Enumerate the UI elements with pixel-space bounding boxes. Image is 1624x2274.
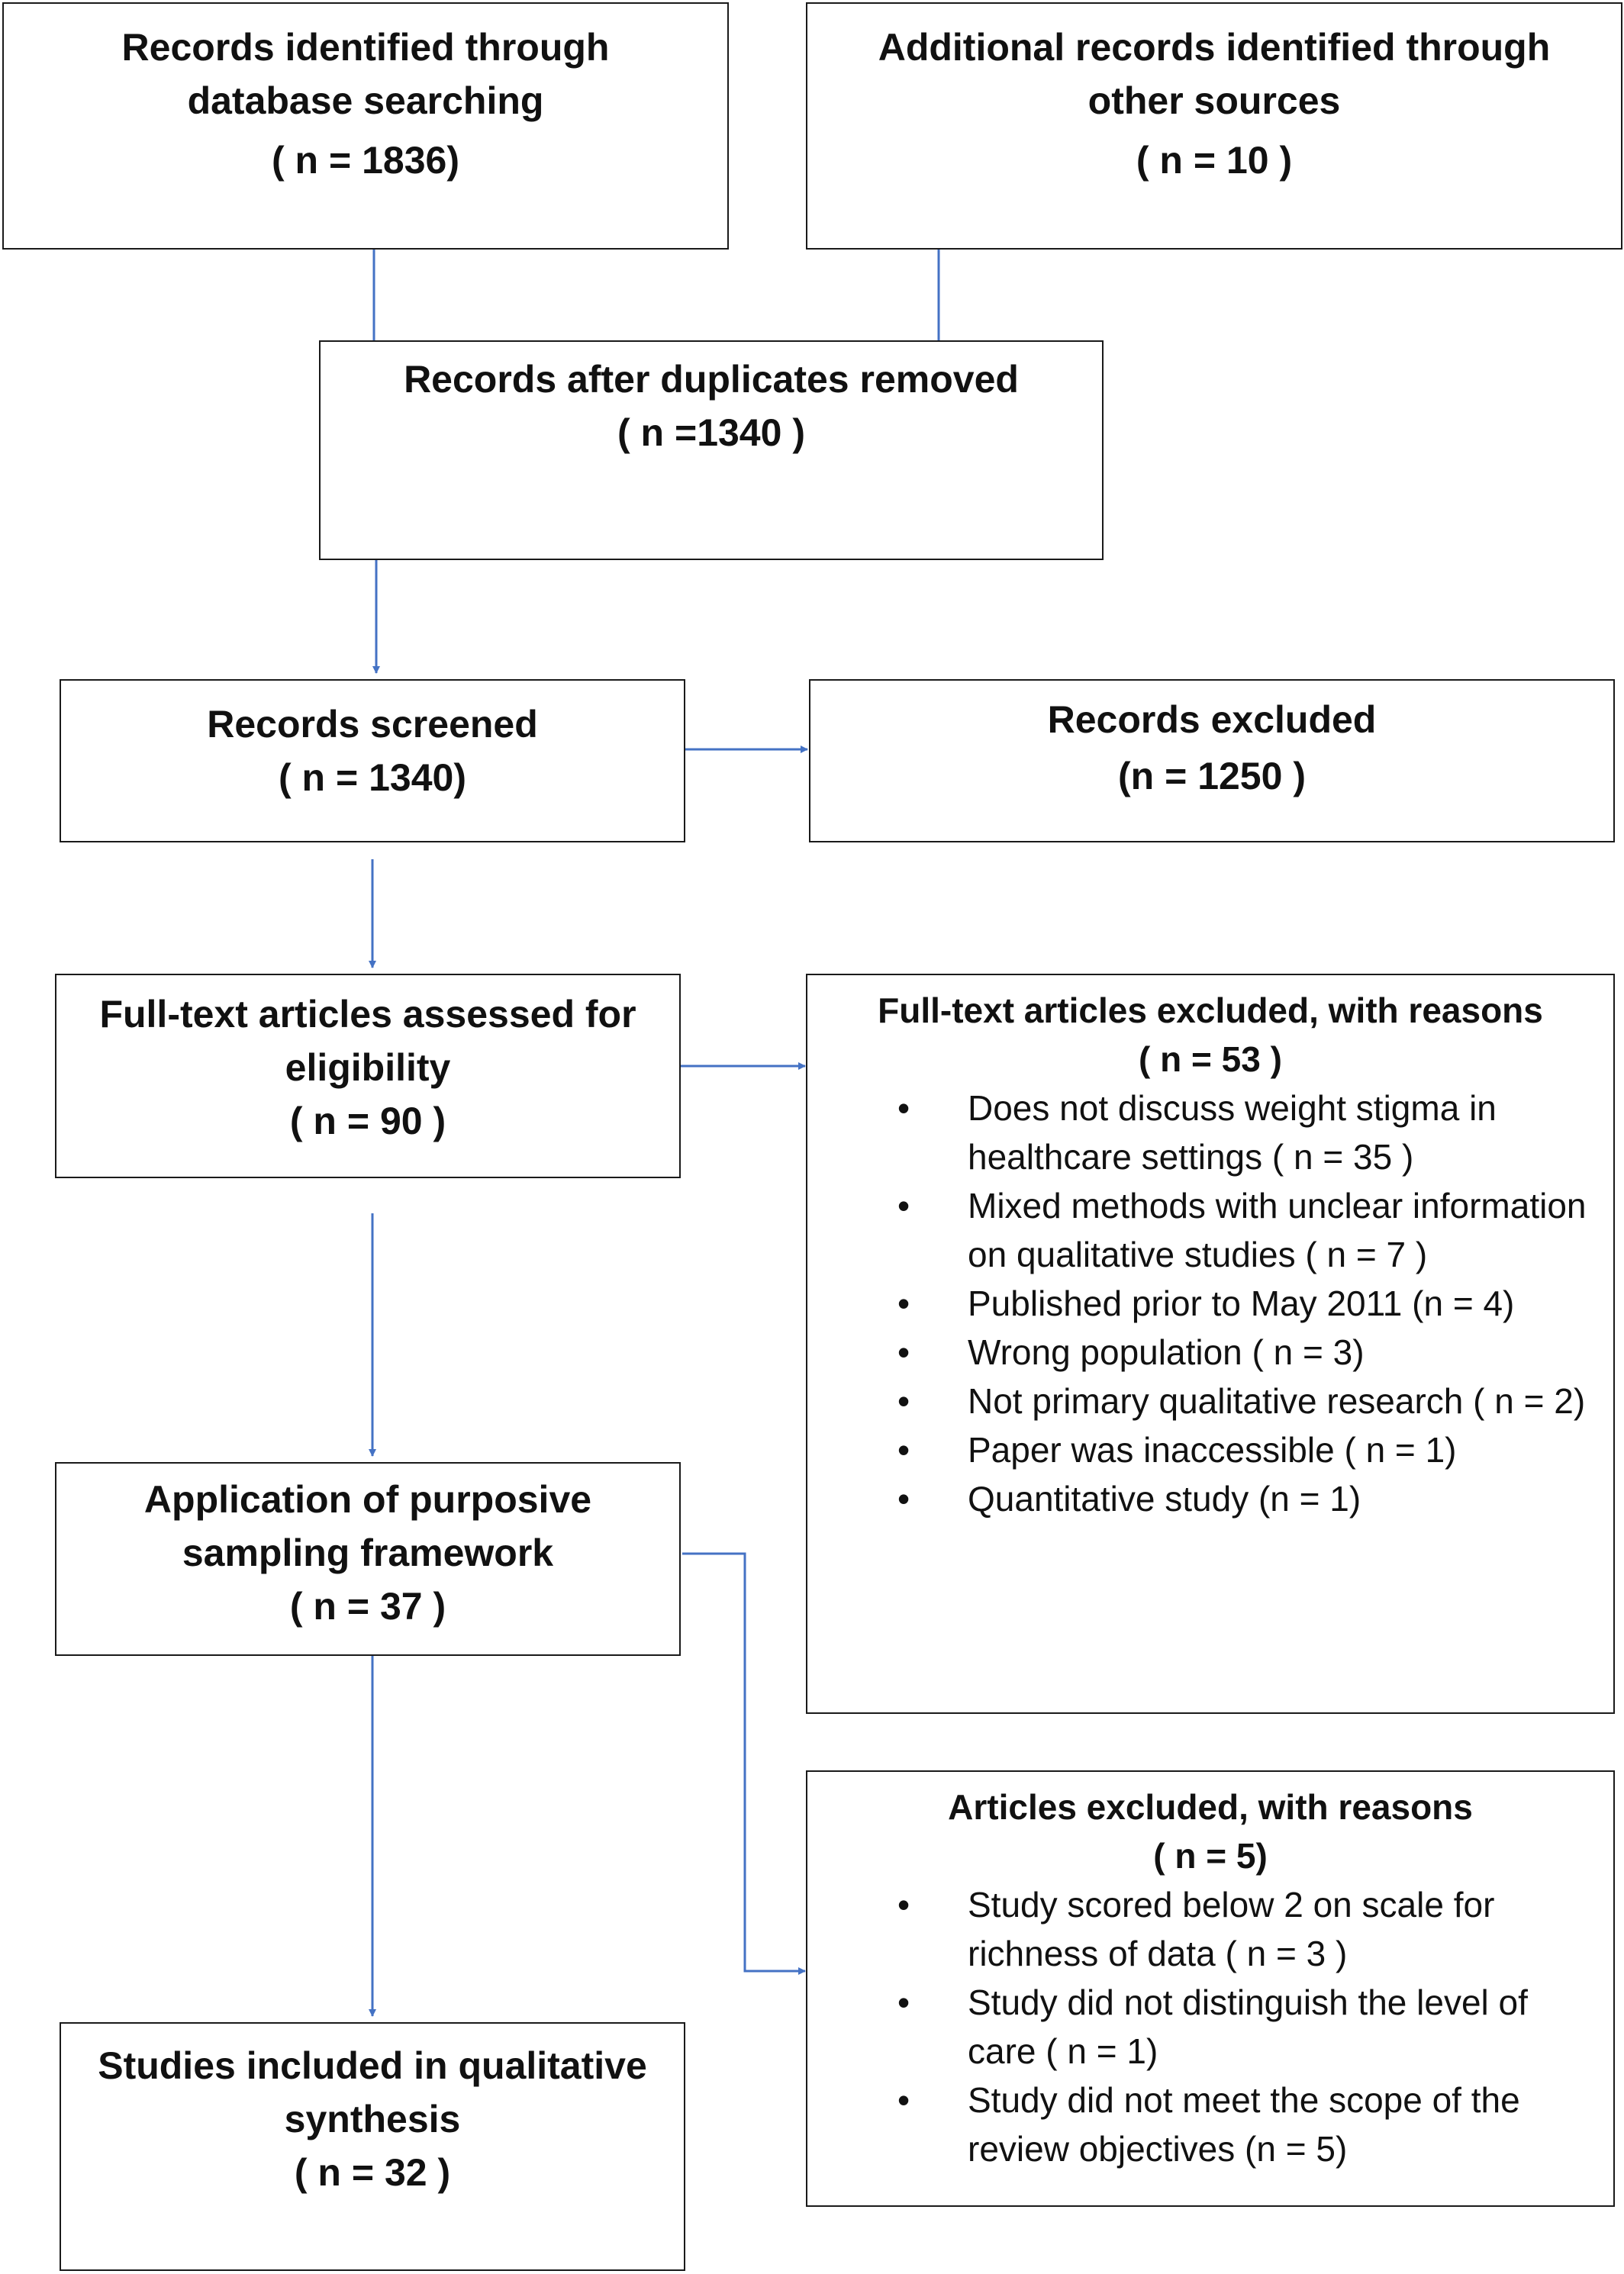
ftexcluded-reason: Quantitative study (n = 1)	[807, 1474, 1613, 1523]
other-count: ( n = 10 )	[1136, 139, 1293, 182]
artexcluded-reasons: Study scored below 2 on scale for richne…	[807, 1880, 1613, 2173]
box-articles-excluded: Articles excluded, with reasons ( n = 5)…	[806, 1770, 1615, 2207]
fulltext-line2: eligibility	[285, 1046, 451, 1089]
ftexcluded-reason: Not primary qualitative research ( n = 2…	[807, 1377, 1613, 1425]
included-count: ( n = 32 )	[294, 2151, 451, 2194]
included-line1: Studies included in qualitative	[98, 2044, 647, 2087]
ftexcluded-reason: Does not discuss weight stigma in health…	[807, 1084, 1613, 1181]
box-studies-included: Studies included in qualitative synthesi…	[60, 2022, 685, 2271]
box-duplicates-removed: Records after duplicates removed ( n =13…	[319, 340, 1104, 560]
ftexcluded-reason: Wrong population ( n = 3)	[807, 1328, 1613, 1377]
included-line2: synthesis	[284, 2098, 461, 2140]
fulltext-line1: Full-text articles assessed for	[99, 993, 636, 1036]
box-fulltext-excluded: Full-text articles excluded, with reason…	[806, 974, 1615, 1714]
screened-line1: Records screened	[207, 703, 538, 746]
ftexcluded-reasons: Does not discuss weight stigma in health…	[807, 1084, 1613, 1523]
db-line1: Records identified through	[121, 26, 610, 69]
sampling-line1: Application of purposive	[143, 1478, 592, 1521]
artexcluded-count: ( n = 5)	[1153, 1836, 1268, 1876]
box-fulltext-assessed: Full-text articles assessed for eligibil…	[55, 974, 681, 1178]
box-database-searching: Records identified through database sear…	[2, 2, 729, 250]
fulltext-count: ( n = 90 )	[289, 1100, 446, 1142]
excluded-count: (n = 1250 )	[1118, 755, 1306, 797]
artexcluded-reason: Study did not distinguish the level of c…	[807, 1978, 1613, 2076]
box-records-screened: Records screened ( n = 1340)	[60, 679, 685, 842]
artexcluded-reason: Study did not meet the scope of the revi…	[807, 2076, 1613, 2173]
arrow-sampling-to-artexcluded	[682, 1552, 806, 1975]
ftexcluded-reason: Published prior to May 2011 (n = 4)	[807, 1279, 1613, 1328]
ftexcluded-reason: Mixed methods with unclear information o…	[807, 1181, 1613, 1279]
dedup-line1: Records after duplicates removed	[404, 358, 1019, 401]
screened-count: ( n = 1340)	[279, 756, 466, 799]
other-line1: Additional records identified through	[878, 26, 1551, 69]
other-line2: other sources	[1088, 79, 1341, 122]
ftexcluded-count: ( n = 53 )	[1139, 1039, 1282, 1079]
sampling-count: ( n = 37 )	[289, 1585, 446, 1628]
ftexcluded-title: Full-text articles excluded, with reason…	[878, 990, 1543, 1030]
artexcluded-reason: Study scored below 2 on scale for richne…	[807, 1880, 1613, 1978]
ftexcluded-reason: Paper was inaccessible ( n = 1)	[807, 1425, 1613, 1474]
box-other-sources: Additional records identified through ot…	[806, 2, 1622, 250]
db-line2: database searching	[187, 79, 544, 122]
dedup-count: ( n =1340 )	[617, 411, 805, 454]
sampling-line2: sampling framework	[182, 1532, 554, 1574]
artexcluded-title: Articles excluded, with reasons	[948, 1787, 1473, 1827]
box-records-excluded: Records excluded (n = 1250 )	[809, 679, 1615, 842]
db-count: ( n = 1836)	[272, 139, 459, 182]
box-purposive-sampling: Application of purposive sampling framew…	[55, 1462, 681, 1656]
excluded-line1: Records excluded	[1047, 698, 1377, 741]
